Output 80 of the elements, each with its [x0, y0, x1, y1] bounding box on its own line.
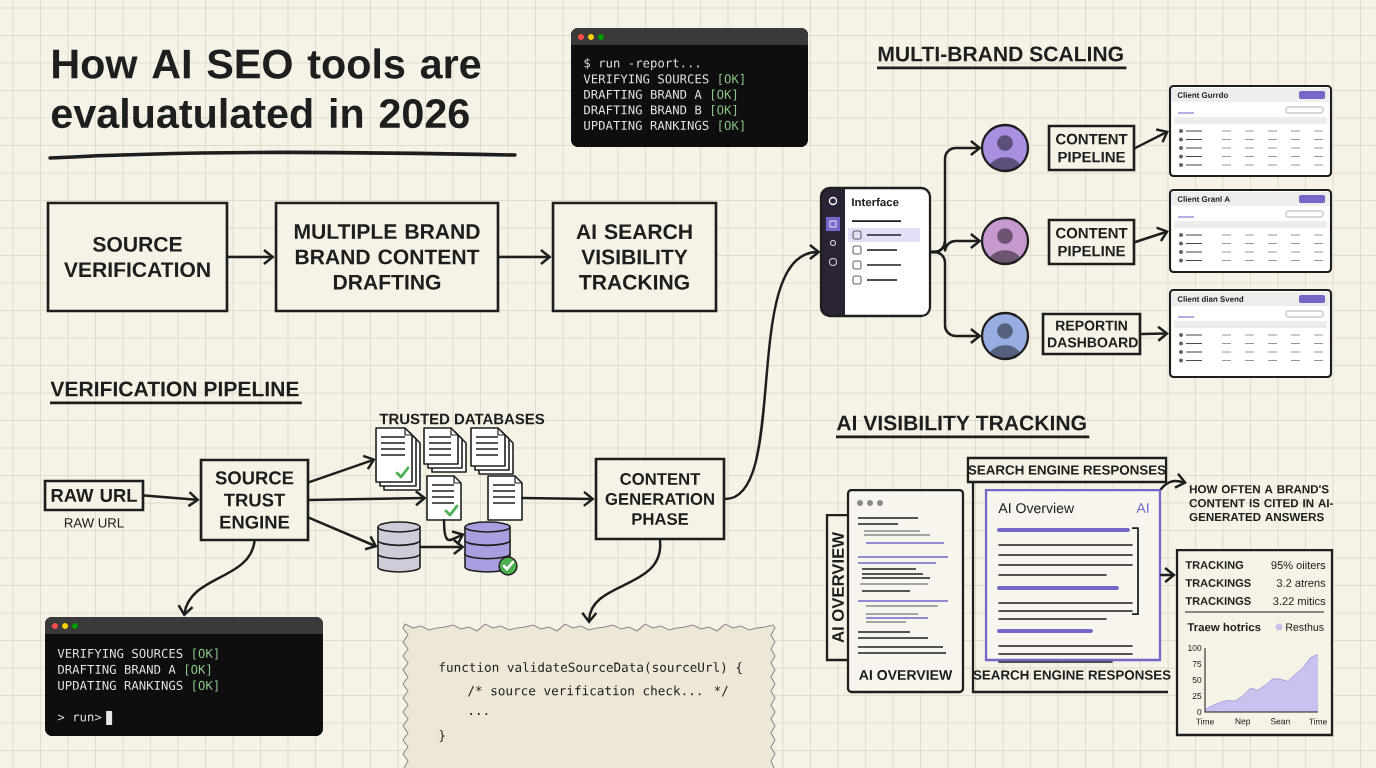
avatar-icon [980, 311, 1030, 361]
metric-name: TRACKING [1185, 561, 1244, 569]
code-line: ... [470, 713, 488, 715]
arrow [498, 249, 552, 265]
y-tick-label: 75 [1192, 661, 1202, 667]
arrow [521, 490, 595, 507]
y-tick-label: 0 [1197, 709, 1202, 715]
terminal-line: VERIFYING SOURCES [OK] [57, 648, 218, 660]
callout-text: HOW OFTEN A BRAND'S CONTENT IS CITED IN AI-GENERATED ANSWERS [1189, 485, 1333, 522]
arrow [419, 539, 465, 555]
window-title: Interface [852, 197, 899, 207]
title: How AI SEO tools are evaluatulated in 2026 [52, 48, 481, 129]
area-chart: Traew hotrics Resthus Time Nep Sean Time 0 25 50 75 100 [1187, 622, 1327, 726]
terminal-line: VERIFYING SOURCES [OK] [583, 74, 744, 85]
section-heading: VERIFICATION PIPELINE [50, 381, 302, 405]
process-box: RAW URL [43, 479, 145, 512]
x-tick-label: Time [1195, 718, 1214, 725]
node-label: AI OVERVIEW [859, 670, 953, 680]
process-box: SOURCE VERIFICATION [46, 201, 229, 313]
y-tick-label: 50 [1192, 677, 1202, 683]
terminal-line: DRAFTING BRAND B [OK] [584, 105, 737, 116]
group-label: TRUSTED DATABASES [379, 413, 545, 425]
process-box: CONTENT PIPELINE [1047, 218, 1136, 266]
terminal-line: DRAFTING BRAND A [OK] [58, 664, 211, 676]
process-box: MULTIPLE BRAND BRAND CONTENT DRAFTING [274, 201, 500, 313]
document-stack-icon [423, 427, 467, 473]
arrow [929, 250, 982, 344]
metric-value: 95% oiiters [1271, 560, 1326, 570]
terminal-line: UPDATING RANKINGS [OK] [58, 680, 218, 692]
process-box: AI SEARCH VISIBILITY TRACKING [551, 201, 718, 313]
process-box: CONTENT GENERATION PHASE [594, 457, 726, 541]
arrow [1134, 226, 1169, 244]
avatar-icon [980, 216, 1030, 266]
document-stack-icon [375, 427, 421, 491]
metric-name: TRACKINGS [1185, 579, 1251, 587]
legend-label: Resthus [1286, 623, 1324, 631]
panel-header: SEARCH ENGINE RESPONSES [966, 456, 1168, 484]
card-title: AI Overview [998, 502, 1075, 514]
arrow [1140, 325, 1169, 342]
terminal-line: DRAFTING BRAND A [OK] [584, 89, 737, 101]
terminal-line: > run> [57, 714, 102, 722]
node-label: SEARCH ENGINE RESPONSES [973, 670, 1171, 680]
database-icon [464, 521, 518, 576]
arrow [308, 490, 427, 507]
code-line: } [439, 730, 445, 742]
process-box: SOURCE TRUST ENGINE [199, 458, 310, 542]
arrow [143, 491, 200, 508]
terminal-line: UPDATING RANKINGS [OK] [584, 120, 744, 132]
document-icon [487, 475, 523, 521]
x-tick-label: Time [1308, 718, 1327, 725]
arrow [177, 540, 256, 617]
arrow [1159, 473, 1187, 491]
chart-title: Traew hotrics [1187, 622, 1261, 632]
y-tick-label: 100 [1188, 645, 1202, 651]
arrow [308, 454, 376, 484]
metric-value: 3.2 atrens [1276, 579, 1326, 587]
metric-value: 3.22 mitics [1273, 596, 1326, 606]
document-stack-icon [470, 427, 514, 475]
code-line: function validateSourceData(sourceUrl) { [439, 662, 742, 674]
arrow [724, 244, 821, 501]
x-tick-label: Nep [1235, 718, 1251, 726]
arrow [442, 519, 465, 546]
document-icon [426, 475, 462, 521]
process-box: REPORTIN DASHBOARD [1041, 312, 1142, 356]
x-tick-label: Sean [1270, 718, 1290, 725]
arrow [308, 516, 378, 551]
avatar-icon [980, 123, 1030, 173]
arrow [1134, 128, 1169, 150]
arrow [227, 249, 275, 265]
terminal-line: $ run -report... [584, 58, 699, 70]
badge-text: AI [1136, 503, 1149, 513]
process-box: CONTENT PIPELINE [1047, 124, 1136, 172]
section-heading: AI VISIBILITY TRACKING [836, 415, 1090, 439]
section-heading: MULTI-BRAND SCALING [877, 46, 1127, 70]
code-line: /* source verification check... */ [468, 685, 728, 697]
database-icon [377, 521, 421, 573]
node-label: RAW URL [64, 518, 124, 528]
metric-name: TRACKINGS [1185, 597, 1251, 605]
arrow [581, 539, 662, 624]
y-tick-label: 25 [1192, 693, 1202, 699]
